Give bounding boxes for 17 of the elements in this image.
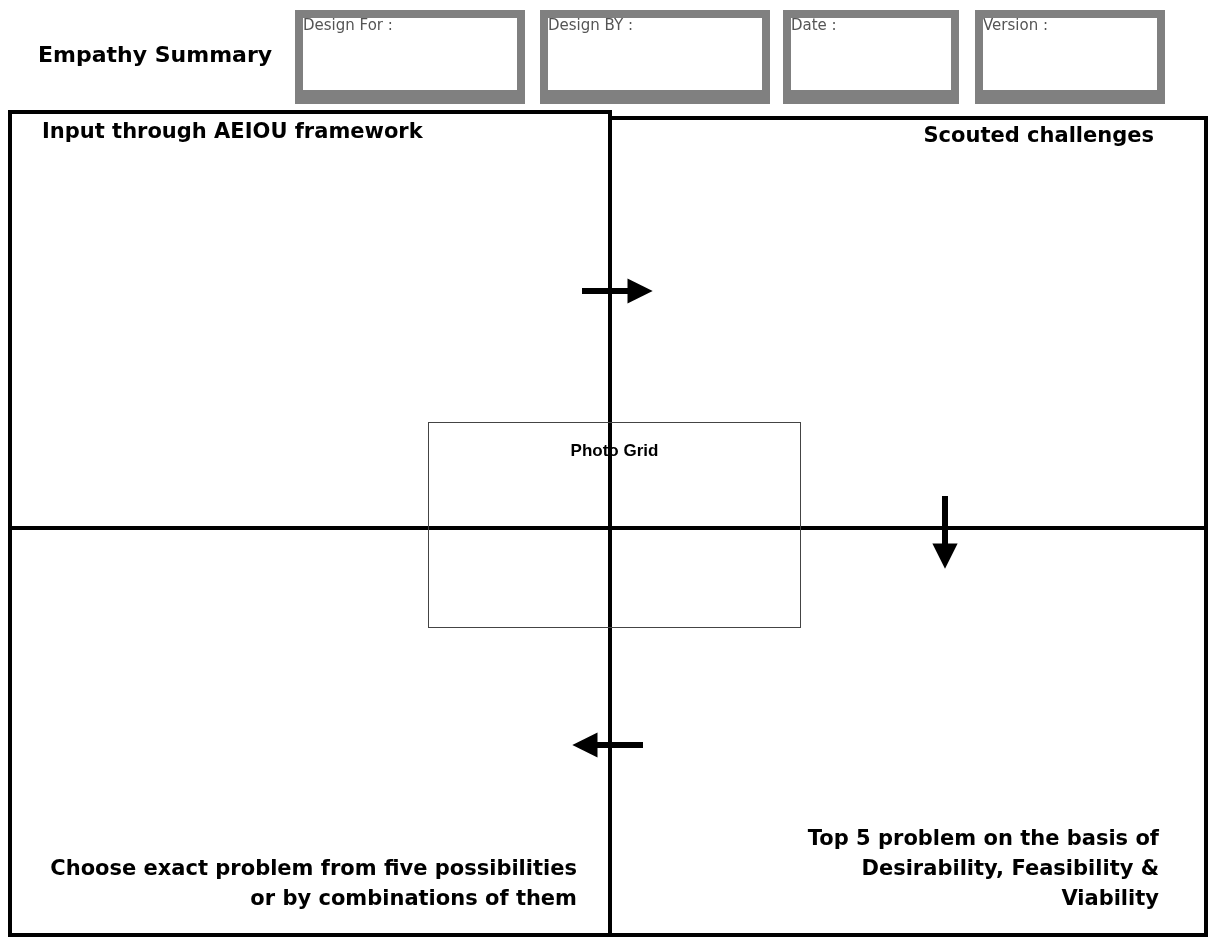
arrow: [932, 496, 958, 569]
field-label: Design For :: [303, 16, 393, 34]
field-label: Date :: [791, 16, 837, 34]
panel-heading: Top 5 problem on the basis of Desirability, Feasibility & Viability: [806, 825, 1159, 912]
input-field: [295, 10, 525, 104]
panel-heading: Scouted challenges: [923, 122, 1154, 149]
photo-grid-frame: [428, 422, 801, 628]
input-field: [975, 10, 1165, 104]
field-label: Version :: [983, 16, 1048, 34]
panel-heading: Input through AEIOU framework: [42, 118, 423, 145]
arrow: [572, 732, 643, 758]
arrow: [582, 278, 653, 304]
input-field: [783, 10, 959, 104]
panel-heading: Choose exact problem from five possibilities or by combinations of them: [49, 855, 577, 912]
input-field: [540, 10, 770, 104]
title-text: Empathy Summary: [38, 42, 273, 67]
field-label: Design BY :: [548, 16, 633, 34]
